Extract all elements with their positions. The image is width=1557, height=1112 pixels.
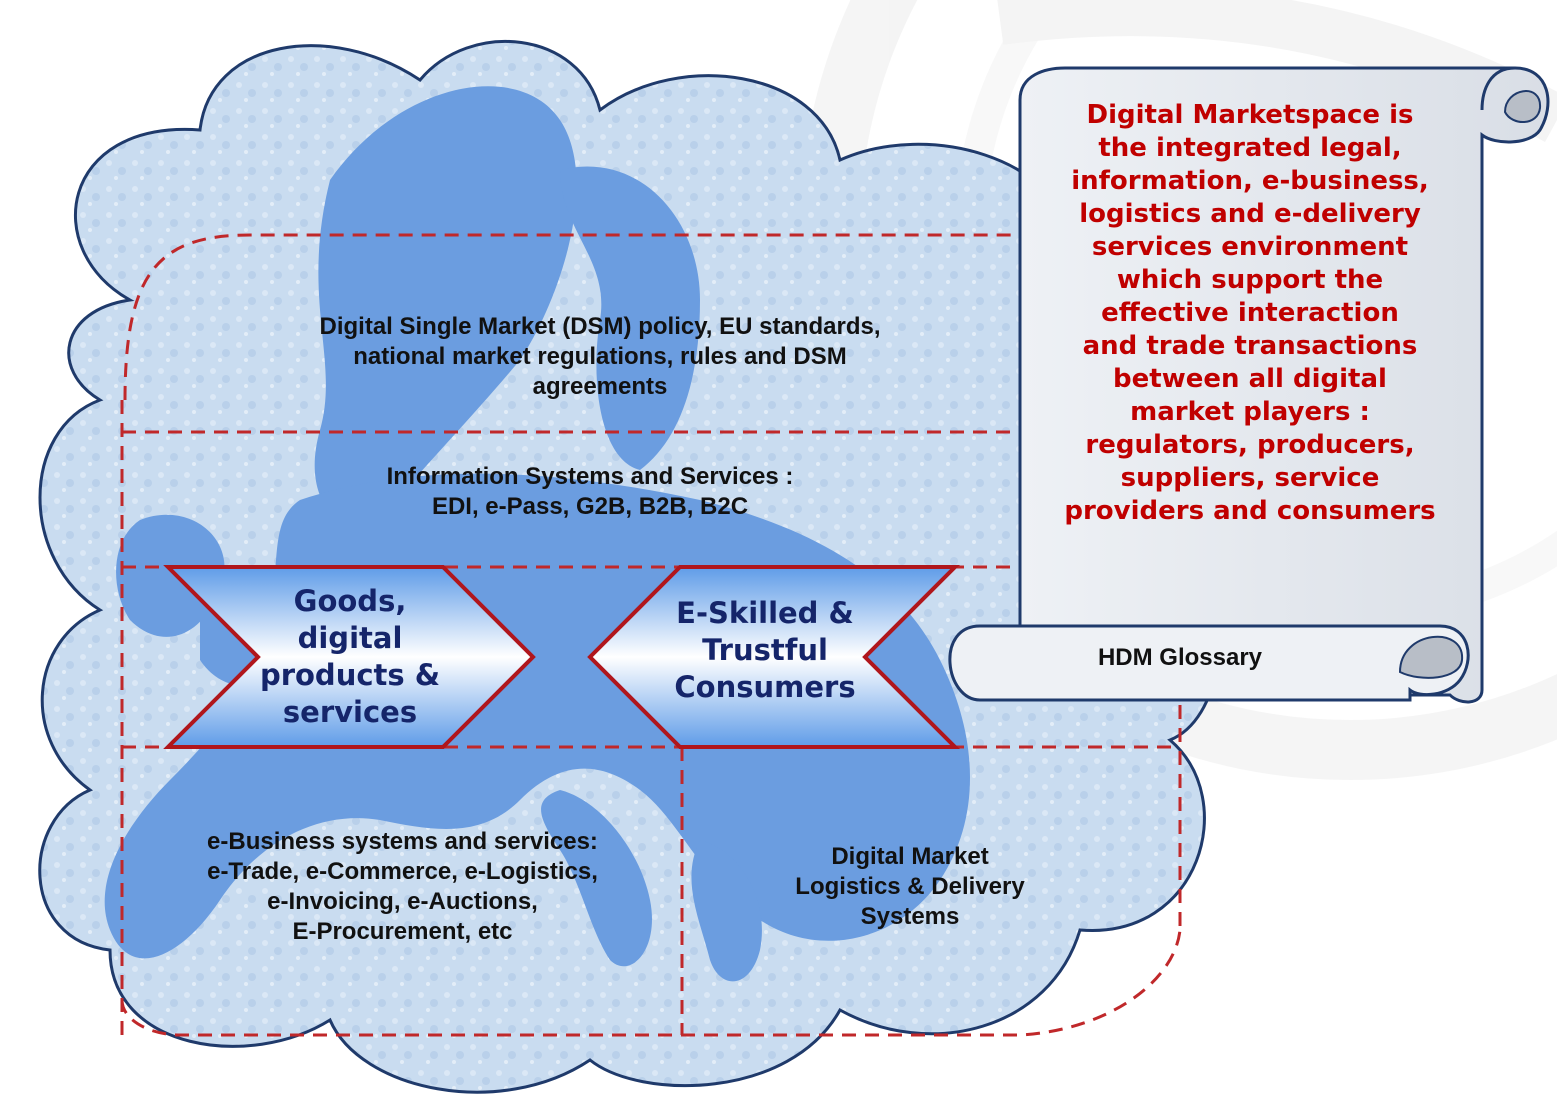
consumers-arrow	[587, 565, 960, 749]
ebusiness-layer-label: e-Business systems and services: e-Trade…	[207, 828, 598, 945]
policy-layer-label: Digital Single Market (DSM) policy, EU s…	[319, 313, 881, 400]
consumers-arrow-label: E-Skilled & Trustful Consumers	[674, 596, 856, 704]
goods-arrow	[163, 565, 536, 749]
logistics-layer-label: Digital Market Logistics & Delivery Syst…	[795, 843, 1025, 930]
definition-scroll	[948, 66, 1550, 704]
goods-arrow-label: Goods, digital products & services	[259, 584, 441, 729]
layer-grid	[120, 233, 1182, 1037]
glossary-label: HDM Glossary	[1097, 644, 1263, 671]
info-systems-layer-label: Information Systems and Services : EDI, …	[386, 463, 794, 520]
definition-text: Digital Marketspace is the integrated le…	[1064, 100, 1436, 526]
